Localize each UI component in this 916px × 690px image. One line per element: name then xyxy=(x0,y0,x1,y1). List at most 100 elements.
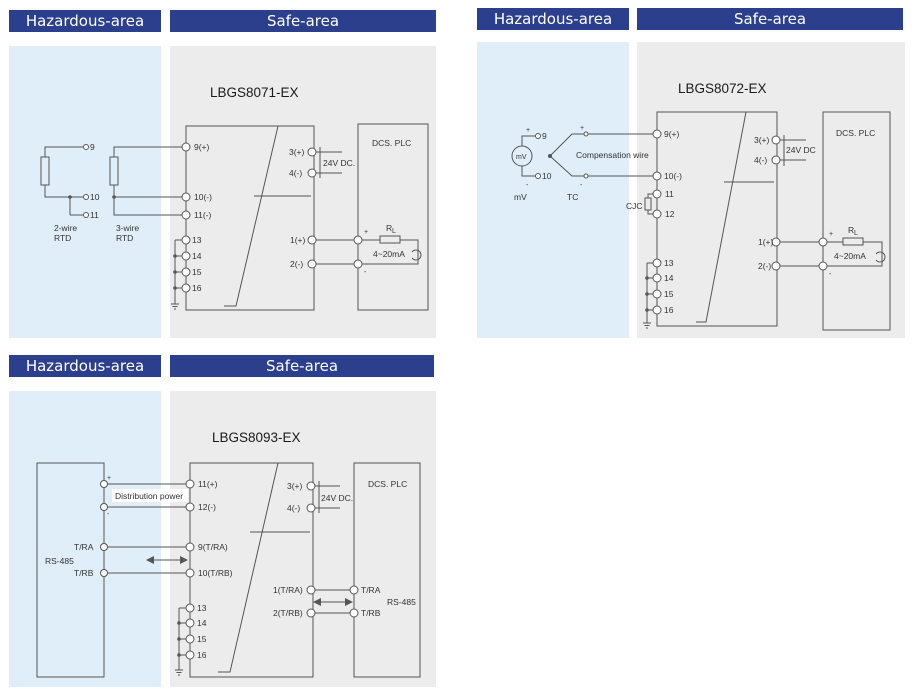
diagram-lbgs8093: Hazardous-area Safe-area LBGS8093-EX RS-… xyxy=(0,350,440,690)
dcs-label: DCS. PLC xyxy=(368,479,407,489)
supply-label: 24V DC. xyxy=(321,493,353,503)
input-terminal-15: 15 xyxy=(197,634,207,644)
field-trb: T/RB xyxy=(74,568,94,578)
input-terminal-11: 11(-) xyxy=(194,210,211,220)
supply-terminal-3: 3(+) xyxy=(289,147,305,157)
dcs-plc-box xyxy=(822,111,891,331)
input-terminal-16: 16 xyxy=(664,305,674,315)
field-terminal-10: 10 xyxy=(90,192,100,202)
safe-area-header: Safe-area xyxy=(170,10,436,32)
output-terminal-1: 1(+) xyxy=(758,237,774,247)
cjc-sensor xyxy=(644,197,652,211)
hazardous-area-zone xyxy=(477,42,629,338)
hazardous-area-zone xyxy=(9,391,161,687)
input-terminal-11: 11 xyxy=(665,189,674,199)
input-terminal-12: 12 xyxy=(665,209,675,219)
field-terminal-10: 10 xyxy=(542,171,552,181)
input-terminal-10: 10(-) xyxy=(194,192,212,202)
mv-source-label: mV xyxy=(516,154,527,161)
supply-label: 24V DC xyxy=(786,145,816,155)
mv-caption: mV xyxy=(514,192,527,202)
out-minus: - xyxy=(364,269,367,276)
tc-plus: + xyxy=(580,125,584,132)
rs485-label: RS-485 xyxy=(45,556,74,566)
dcs-plc-box xyxy=(357,123,429,311)
model-name: LBGS8072-EX xyxy=(678,81,767,96)
load-sub: L xyxy=(392,228,396,235)
input-terminal-12: 12(-) xyxy=(198,502,216,512)
input-terminal-15: 15 xyxy=(664,289,674,299)
model-name: LBGS8071-EX xyxy=(210,85,299,100)
input-terminal-9: 9(+) xyxy=(194,142,210,152)
field-tra: T/RA xyxy=(74,542,94,552)
dcs-plc-box xyxy=(353,462,421,678)
supply-label: 24V DC. xyxy=(323,158,355,168)
field-terminal-9: 9 xyxy=(90,142,95,152)
safe-area-header: Safe-area xyxy=(170,355,434,377)
wiring-diagram-2: LBGS8072-EX mV + - 9 10 mV + - Compensat… xyxy=(511,81,891,331)
tc-label: TC xyxy=(567,192,578,202)
tc-minus: - xyxy=(580,182,583,189)
diagram-lbgs8072: Hazardous-area Safe-area LBGS8072-EX mV … xyxy=(468,0,913,340)
dcs-label: DCS. PLC xyxy=(836,128,875,138)
output-terminal-2: 2(T/RB) xyxy=(273,608,303,618)
input-terminal-14: 14 xyxy=(192,251,202,261)
current-arrow-icon xyxy=(411,249,422,261)
model-name: LBGS8093-EX xyxy=(212,430,301,445)
cjc-label: CJC xyxy=(626,201,643,211)
load-resistor xyxy=(842,237,864,246)
dcs-rs485-label: RS-485 xyxy=(387,597,416,607)
mv-minus: - xyxy=(526,182,529,189)
input-terminal-9: 9(+) xyxy=(664,129,680,139)
hazardous-area-header: Hazardous-area xyxy=(9,10,161,32)
output-terminal-1: 1(T/RA) xyxy=(273,585,303,595)
supply-terminal-4: 4(-) xyxy=(754,155,767,165)
supply-terminal-4: 4(-) xyxy=(289,168,302,178)
input-terminal-11: 11(+) xyxy=(198,479,218,489)
out-plus: + xyxy=(829,231,833,238)
safe-area-zone xyxy=(170,391,436,687)
safe-area-zone xyxy=(637,42,905,338)
input-terminal-10: 10(-) xyxy=(664,171,682,181)
load-label: R xyxy=(848,225,854,235)
input-terminal-16: 16 xyxy=(192,283,202,293)
supply-terminal-4: 4(-) xyxy=(287,503,300,513)
out-plus: + xyxy=(364,229,368,236)
safe-area-header: Safe-area xyxy=(637,8,903,30)
input-terminal-14: 14 xyxy=(197,618,207,628)
input-terminal-16: 16 xyxy=(197,650,207,660)
output-terminal-2: 2(-) xyxy=(290,259,303,269)
supply-terminal-3: 3(+) xyxy=(754,135,770,145)
signal-label: 4~20mA xyxy=(373,249,405,259)
input-terminal-13: 13 xyxy=(192,235,202,245)
rtd-3wire-resistor xyxy=(109,156,119,186)
load-label: R xyxy=(386,223,392,233)
load-resistor xyxy=(379,235,401,244)
hazardous-area-header: Hazardous-area xyxy=(9,355,161,377)
input-terminal-9: 9(T/RA) xyxy=(198,542,228,552)
hazardous-area-header: Hazardous-area xyxy=(477,8,629,30)
dcs-terminal-trb: T/RB xyxy=(361,608,381,618)
out-minus: - xyxy=(829,271,832,278)
current-arrow-icon xyxy=(875,251,886,263)
field-terminal-9: 9 xyxy=(542,131,547,141)
input-terminal-13: 13 xyxy=(197,603,207,613)
wiring-diagram-3: LBGS8093-EX RS-485 + - T/RA T/RB Distrib… xyxy=(36,430,421,678)
hazardous-area-zone xyxy=(9,46,161,338)
isolator-box xyxy=(656,111,778,327)
load-sub: L xyxy=(854,230,858,237)
mv-plus: + xyxy=(526,127,530,134)
distribution-power-label: Distribution power xyxy=(115,491,183,501)
field-terminal-11: 11 xyxy=(90,210,99,220)
supply-terminal-3: 3(+) xyxy=(287,481,303,491)
dcs-terminal-tra: T/RA xyxy=(361,585,381,595)
input-terminal-14: 14 xyxy=(664,273,674,283)
compensation-wire-label: Compensation wire xyxy=(576,150,649,160)
rs485-device-box xyxy=(36,462,105,678)
dist-plus: + xyxy=(107,475,111,482)
input-terminal-10: 10(T/RB) xyxy=(198,568,233,578)
dist-minus: - xyxy=(107,511,110,518)
